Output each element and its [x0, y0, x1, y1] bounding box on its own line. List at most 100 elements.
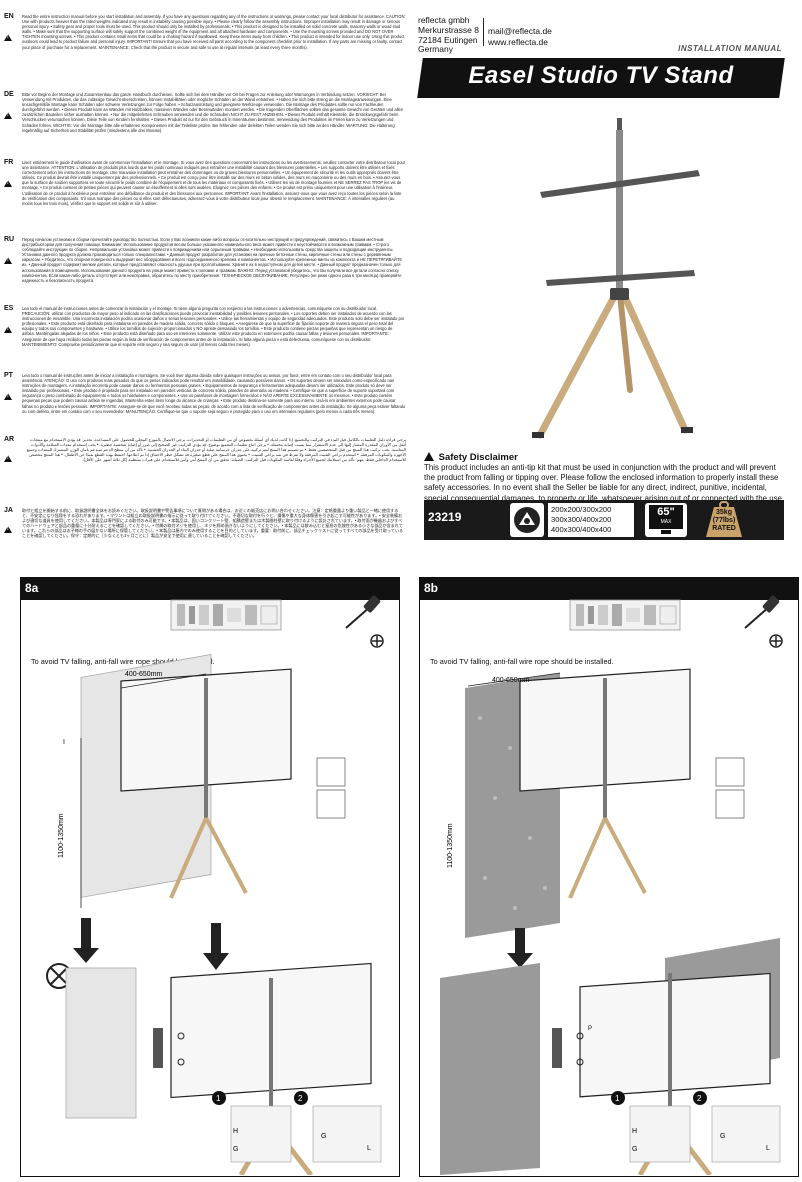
width-dimension-line: [467, 672, 561, 687]
lang-text-ja: 取付と組立を開始する前に、取扱説明書全体をお読みください。取扱説明書や警告事項に…: [22, 508, 404, 539]
screen-size: 65": [657, 506, 675, 518]
install-manual-label: INSTALLATION MANUAL: [678, 44, 782, 53]
company-address: reflecta gmbh Merkurstrasse 8 72184 Euti…: [418, 15, 479, 55]
step-panel-8a: 8a To avoid TV falling, anti-fall wire r…: [20, 577, 400, 1177]
stand-joint: [610, 288, 629, 300]
step-2-detail: 2 G L: [294, 1091, 382, 1163]
lang-block-ru: RU Перед началом установки и сборки проч…: [4, 236, 406, 283]
callout-g: G: [720, 1133, 725, 1140]
lang-code-en: EN: [4, 13, 14, 20]
warning-icon: [4, 180, 12, 187]
detail-box: [715, 789, 745, 819]
lang-block-en: EN Read the entire instruction manual be…: [4, 13, 406, 50]
panel-label: 8b: [424, 581, 439, 595]
stand-pole: [616, 130, 623, 300]
lang-text-de: Bitte vor Beginn der Montage und Zusamme…: [22, 92, 404, 133]
vesa-spec: 200x200/300x200 300x300/400x200 400x300/…: [548, 503, 634, 537]
lang-code-fr: FR: [4, 159, 14, 166]
panel-header: [21, 578, 399, 600]
step-1-number: 1: [615, 1094, 620, 1103]
weight-kg: 35kg: [716, 509, 732, 516]
company-email: mail@reflecta.de: [488, 26, 552, 36]
height-dimension: 1100-1350mm: [447, 823, 454, 868]
warning-icon: [4, 112, 12, 119]
height-dimension: 1100-1350mm: [58, 813, 65, 858]
down-arrow-icon: [73, 918, 99, 963]
lang-block-ar: AR يرجى قراءة دليل التعليمات بالكامل قبل…: [4, 436, 406, 462]
warning-icon: [4, 34, 12, 41]
weight-icon: [706, 501, 742, 537]
lang-block-fr: FR Lisez entièrement le guide d'utilisat…: [4, 159, 406, 206]
lang-code-ja: JA: [4, 507, 13, 514]
vesa-line: 400x300/400x400: [551, 525, 612, 534]
lang-code-pt: PT: [4, 372, 13, 379]
down-arrow-icon: [203, 923, 229, 970]
warning-icon: [424, 452, 434, 461]
stand-leg-left: [536, 291, 619, 439]
screen-size-box: 65" MAX: [645, 503, 687, 537]
company-contact: mail@reflecta.de www.reflecta.de: [488, 26, 552, 48]
step-8a-diagram: 400-650mm 1100-1350mm I 1 H: [46, 595, 384, 1175]
warning-icon: [4, 455, 12, 462]
step-panel-8b: 8b To avoid TV falling, anti-fall wire r…: [419, 577, 799, 1177]
step-1-detail: 1 H G: [212, 1091, 292, 1163]
callout-g: G: [632, 1146, 637, 1153]
panel-note: To avoid TV falling, anti-fall wire rope…: [31, 657, 215, 666]
weight-badge: 35kg (77lbs) RATED: [704, 501, 744, 539]
tv-stand-glyph: [661, 530, 671, 534]
lang-block-pt: PT Leia todo o manual de instruções ante…: [4, 372, 406, 414]
lower-mounting-arm: [546, 270, 695, 286]
stand-legs: [568, 817, 647, 899]
callout-l: L: [367, 1145, 371, 1152]
step-8b-diagram: 400-650mm 1100-1350mm P 1 H G 2 G L: [440, 595, 783, 1175]
warning-icon: [4, 257, 12, 264]
stand-legs: [169, 817, 248, 899]
hardware-parts: [576, 604, 677, 626]
page-title: Easel Studio TV Stand: [468, 62, 734, 89]
disclaimer-heading: Safety Disclaimer: [438, 452, 518, 463]
wall-bracket-detail: [153, 1028, 185, 1068]
detail-box: [715, 757, 745, 787]
weight-rated: RATED: [712, 525, 736, 532]
width-dimension: 400-650mm: [125, 671, 163, 678]
callout-g: G: [321, 1133, 326, 1140]
vesa-line: 300x300/400x200: [551, 515, 612, 524]
screen-max: MAX: [660, 519, 672, 525]
warning-icon: [4, 326, 12, 333]
lang-text-es: Lea todo el manual de instrucciones ante…: [22, 306, 405, 347]
lang-text-fr: Lisez entièrement le guide d'utilisation…: [22, 160, 406, 206]
stand-leg-right: [620, 291, 689, 434]
lang-code-de: DE: [4, 91, 14, 98]
company-street: Merkurstrasse 8: [418, 24, 479, 35]
header-divider: [483, 18, 484, 46]
upper-mounting-arm: [540, 170, 700, 198]
weight-lbs: (77lbs): [712, 517, 736, 524]
width-dimension-line: [120, 673, 207, 689]
step-2-detail: 2 G L: [693, 1091, 781, 1163]
hardware-parts: [177, 604, 278, 626]
vesa-icon-box: [510, 503, 544, 537]
stand-leg-back: [617, 292, 633, 393]
concrete-wall: [440, 963, 540, 1175]
callout-h: H: [632, 1128, 637, 1135]
callout-i: I: [63, 739, 65, 746]
step-1-number: 1: [216, 1094, 221, 1103]
lang-block-es: ES Lea todo el manual de instrucciones a…: [4, 305, 406, 347]
stand-top-cap: [617, 118, 622, 132]
warning-icon: [4, 526, 12, 533]
company-name: reflecta gmbh: [418, 15, 470, 25]
callout-l: L: [766, 1145, 770, 1152]
lang-code-ar: AR: [4, 436, 15, 443]
tv-icon: 65" MAX: [649, 505, 683, 529]
screwdriver-icon: [744, 595, 783, 648]
lang-text-en: Read the entire instruction manual befor…: [22, 14, 406, 50]
lang-block-ja: JA 取付と組立を開始する前に、取扱説明書全体をお読みください。取扱説明書や警告…: [4, 507, 406, 539]
lang-code-ru: RU: [4, 236, 15, 243]
company-web: www.reflecta.de: [488, 37, 548, 47]
callout-g: G: [233, 1146, 238, 1153]
wall-bracket-detail: P: [552, 1026, 592, 1068]
company-country: Germany: [418, 44, 453, 55]
width-dimension: 400-650mm: [492, 677, 530, 684]
down-arrow-icon: [507, 928, 533, 968]
lang-code-es: ES: [4, 305, 14, 312]
